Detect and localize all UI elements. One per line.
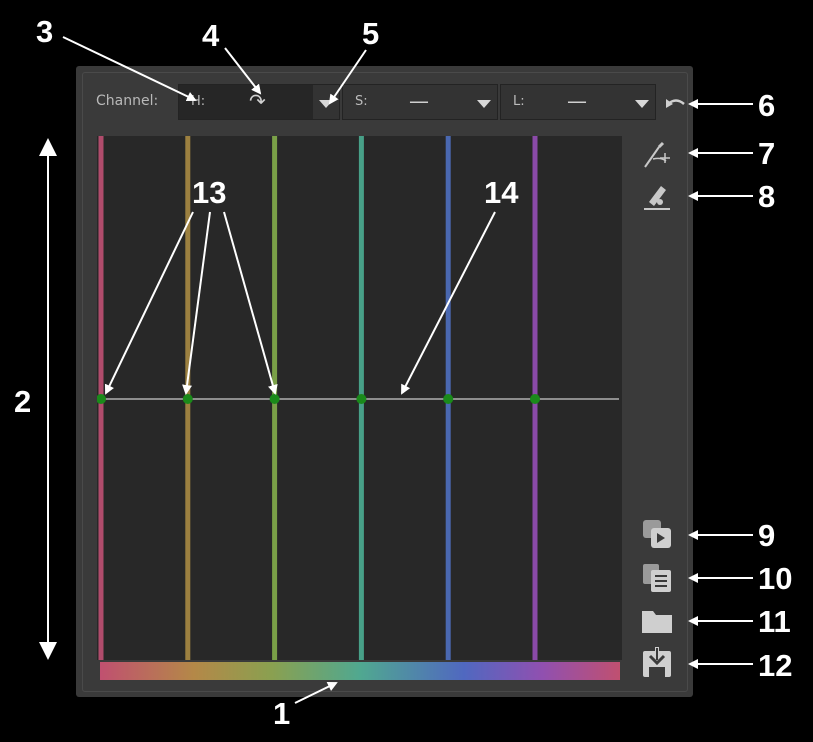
save-icon[interactable] (639, 645, 675, 681)
saturation-curve-type-combo[interactable]: S: — (342, 84, 498, 120)
annotation-arrow-2-bottom-head (39, 642, 57, 660)
annotation-label-12: 12 (758, 648, 793, 683)
lightness-curve-type-combo[interactable]: L: — (500, 84, 656, 120)
curve-control-point[interactable] (530, 394, 540, 404)
pencil-edit-icon[interactable] (639, 178, 675, 214)
lightness-curve-type-value: — (567, 89, 587, 113)
hue-curve-type-value: ↷ (249, 89, 266, 113)
curve-control-point[interactable] (182, 394, 193, 404)
curve-control-point[interactable] (96, 394, 106, 404)
curve-canvas[interactable] (96, 136, 622, 660)
annotation-label-13: 13 (192, 175, 227, 210)
chevron-down-icon[interactable] (319, 100, 333, 108)
annotation-label-5: 5 (362, 16, 380, 51)
annotation-label-8: 8 (758, 179, 776, 214)
annotation-label-10: 10 (758, 561, 793, 596)
hue-combo-label: H: (191, 94, 206, 109)
annotation-label-3: 3 (36, 14, 54, 49)
annotation-label-1: 1 (273, 696, 291, 731)
chevron-down-icon[interactable] (635, 100, 649, 108)
annotation-label-2: 2 (14, 384, 32, 419)
annotation-label-7: 7 (758, 136, 776, 171)
curve-control-point[interactable] (269, 394, 280, 404)
channel-label: Channel: (96, 93, 159, 109)
curve-control-point[interactable] (443, 394, 454, 404)
annotation-label-14: 14 (484, 175, 519, 210)
saturation-curve-type-value: — (409, 89, 429, 113)
paste-icon[interactable] (639, 560, 675, 596)
add-point-picker-icon[interactable] (639, 137, 675, 173)
lightness-combo-label: L: (513, 94, 525, 109)
annotation-label-4: 4 (202, 18, 220, 53)
hue-gradient-bar (100, 662, 620, 680)
annotation-label-11: 11 (758, 604, 791, 639)
copy-to-clipboard-icon[interactable] (639, 516, 675, 552)
open-folder-icon[interactable] (639, 603, 675, 639)
annotation-label-6: 6 (758, 88, 776, 123)
curve-control-point[interactable] (356, 394, 367, 404)
annotation-arrow-2-top-head (39, 138, 57, 156)
saturation-combo-label: S: (355, 94, 368, 109)
chevron-down-icon[interactable] (477, 100, 491, 108)
hsl-curve-graph[interactable] (96, 136, 622, 660)
annotation-label-9: 9 (758, 518, 776, 553)
hue-curve-type-combo[interactable]: H: ↷ (178, 84, 340, 120)
curve-editor-frame (82, 72, 688, 692)
